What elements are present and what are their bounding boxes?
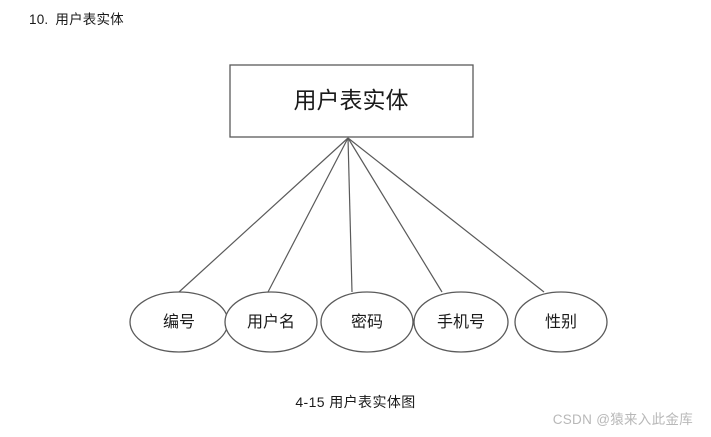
figure-caption: 4-15 用户表实体图 <box>295 394 416 410</box>
attribute-label-1: 编号 <box>163 313 195 331</box>
root-entity-label: 用户表实体 <box>294 87 409 113</box>
attribute-ellipse-2 <box>224 291 318 353</box>
heading-number: 10. <box>29 12 49 27</box>
connector-line-4 <box>347 137 443 293</box>
connector-line-5 <box>347 137 545 293</box>
section-heading: 10. 用户表实体 <box>29 8 124 28</box>
root-entity-node: 用户表实体 <box>229 64 474 138</box>
attribute-node-5: 性别 <box>514 291 608 353</box>
connector-line-2 <box>267 137 349 293</box>
attribute-label-5: 性别 <box>545 313 577 331</box>
heading-text: 用户表实体 <box>55 12 124 27</box>
connector-line-3 <box>347 137 353 293</box>
root-entity-box <box>229 64 474 138</box>
attribute-node-3: 密码 <box>320 291 414 353</box>
connector-line-1 <box>178 137 349 293</box>
attribute-label-3: 密码 <box>351 313 383 331</box>
attribute-node-2: 用户名 <box>224 291 318 353</box>
watermark-text: CSDN @猿来入此金库 <box>552 412 693 427</box>
attribute-ellipse-4 <box>413 291 509 353</box>
connector-lines <box>178 137 545 293</box>
attribute-label-4: 手机号 <box>437 313 485 331</box>
attribute-label-2: 用户名 <box>247 313 295 331</box>
attribute-ellipse-3 <box>320 291 414 353</box>
attribute-node-4: 手机号 <box>413 291 509 353</box>
attribute-ellipse-5 <box>514 291 608 353</box>
attribute-node-1: 编号 <box>129 291 229 353</box>
